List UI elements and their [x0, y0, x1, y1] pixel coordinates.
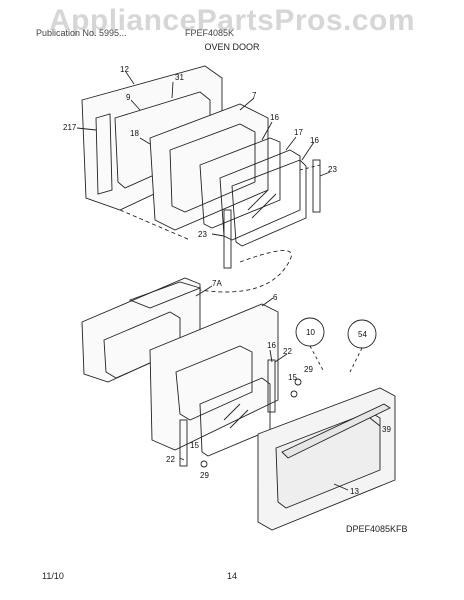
callout-label: 6 [273, 293, 278, 302]
watermark-text: AppliancePartsPros.com [48, 4, 416, 37]
callout-label: 54 [358, 330, 367, 339]
door-liner-6 [149, 303, 279, 451]
callout-label: 7 [252, 91, 257, 100]
callout-label: 12 [120, 65, 129, 74]
screw-29-lower [200, 460, 208, 468]
callout-label: 23 [328, 165, 337, 174]
bracket-22-left [179, 419, 188, 467]
callout-label: 10 [306, 328, 315, 337]
section-title: OVEN DOOR [204, 42, 260, 52]
glass-pane-16 [199, 137, 281, 229]
callout-label: 16 [310, 136, 319, 145]
bracket-23-right [312, 159, 321, 213]
screw-15 [290, 390, 298, 398]
model-number: FPEF4085K [185, 28, 235, 38]
footer-date: 11/10 [42, 571, 64, 581]
callout-label: 39 [382, 425, 391, 434]
inner-door-frame-window [169, 123, 256, 213]
callout-label: 16 [267, 341, 276, 350]
callout-label: 13 [350, 487, 359, 496]
callout-label: 15 [288, 373, 297, 382]
callout-label: 7A [212, 279, 222, 288]
callout-label: 9 [126, 93, 131, 102]
screw-29 [294, 378, 302, 386]
callout-label: 31 [175, 73, 184, 82]
callout-label: 217 [63, 123, 77, 132]
callout-label: 29 [304, 365, 313, 374]
door-handle-39 [281, 403, 391, 459]
callout-label: 22 [166, 455, 175, 464]
callout-label: 18 [130, 129, 139, 138]
callout-label: 29 [200, 471, 209, 480]
callout-label: 15 [190, 441, 199, 450]
callout-label: 16 [270, 113, 279, 122]
callout-label: 17 [294, 128, 303, 137]
callout-label: 22 [283, 347, 292, 356]
callout-label: 23 [198, 230, 207, 239]
diagram-code: DPEF4085KFB [346, 524, 408, 534]
insulation-7a-top [128, 281, 202, 309]
publication-number: Publication No. 5995... [36, 28, 127, 38]
glass-pane-16b [231, 159, 307, 247]
door-liner-6-window [175, 345, 253, 421]
bracket-23-left [223, 209, 232, 269]
door-back-gasket [95, 113, 113, 195]
page-number: 14 [227, 571, 238, 581]
